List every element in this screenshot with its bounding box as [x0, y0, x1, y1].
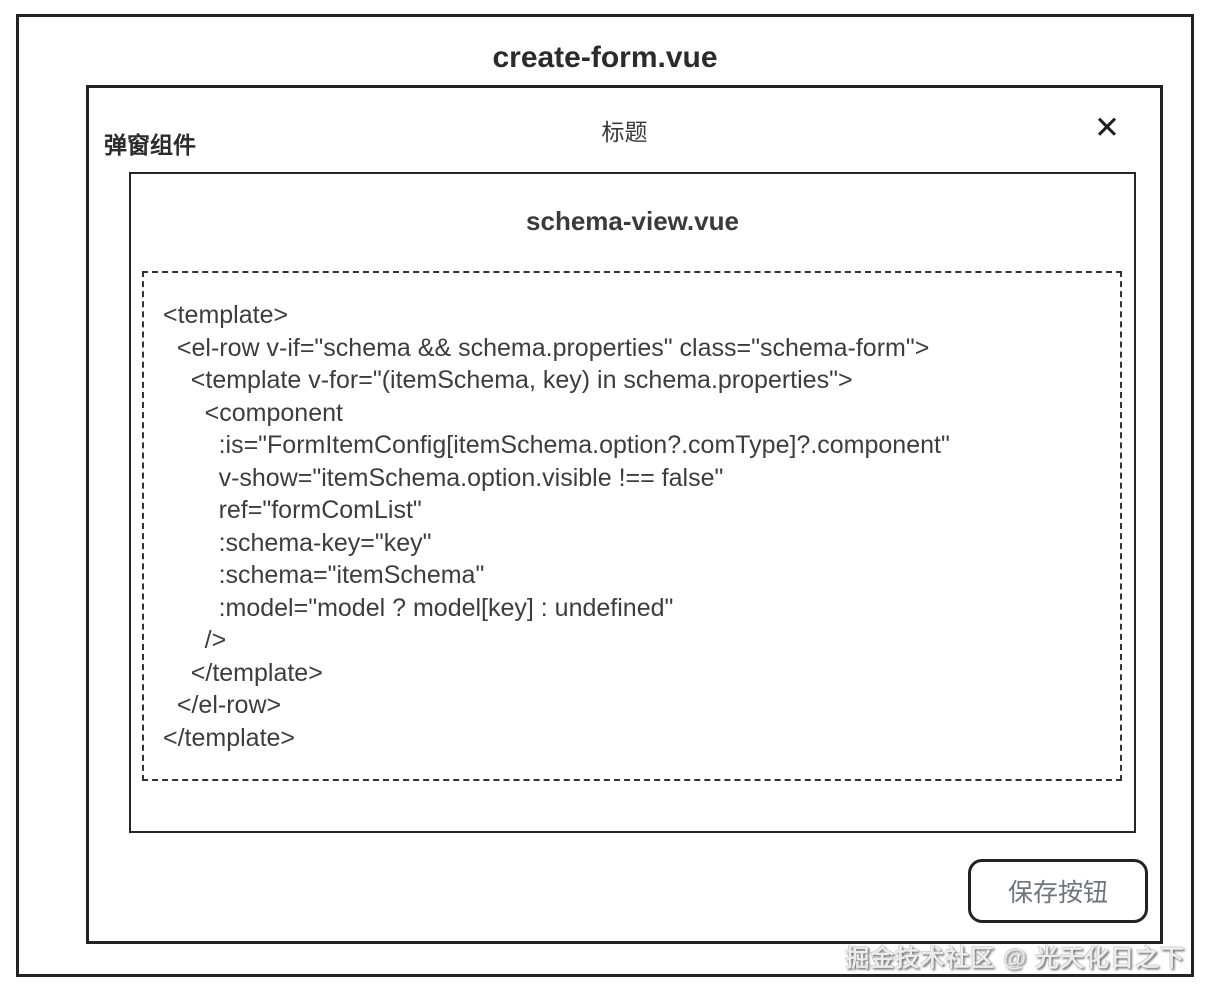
code-line: </template>	[163, 723, 296, 752]
schema-view-title: schema-view.vue	[526, 206, 739, 236]
code-line: </el-row>	[163, 691, 282, 719]
code-line: :is="FormItemConfig[itemSchema.option?.c…	[163, 431, 950, 459]
dialog-component-label: 弹窗组件	[104, 132, 196, 158]
watermark: 掘金技术社区 @ 光天化日之下	[845, 945, 1185, 972]
page-title: create-form.vue	[492, 41, 718, 74]
save-button-label: 保存按钮	[1007, 879, 1108, 907]
code-region: <template> <el-row v-if="schema && schem…	[142, 271, 1122, 781]
code-line: v-show="itemSchema.option.visible !== fa…	[163, 463, 724, 492]
dialog-title-text: 标题	[601, 119, 648, 145]
code-block: <template> <el-row v-if="schema && schem…	[163, 299, 1112, 754]
code-line: :model="model ? model[key] : undefined"	[163, 593, 674, 622]
code-line: />	[163, 626, 227, 654]
code-line: <el-row v-if="schema && schema.propertie…	[163, 333, 930, 362]
code-line: <template v-for="(itemSchema, key) in sc…	[163, 366, 853, 394]
code-line: <template>	[163, 301, 289, 329]
close-icon[interactable]: ✕	[1094, 110, 1120, 145]
code-line: :schema-key="key"	[163, 528, 432, 557]
code-line: </template>	[163, 658, 323, 687]
code-line: ref="formComList"	[163, 496, 422, 524]
code-line: :schema="itemSchema"	[163, 561, 485, 589]
code-line: <component	[163, 398, 343, 427]
save-button[interactable]: 保存按钮	[968, 859, 1148, 923]
